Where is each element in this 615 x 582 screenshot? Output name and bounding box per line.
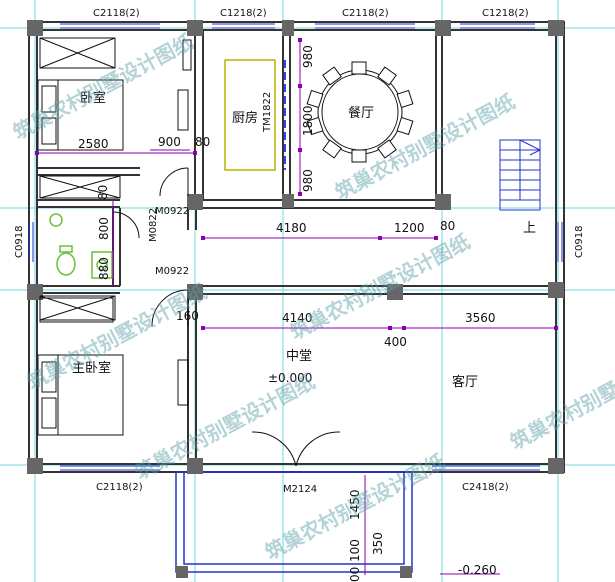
room-label-dining: 餐厅 [348, 105, 374, 121]
room-label-kitchen: 厨房 [232, 110, 258, 126]
door-swings [112, 167, 341, 467]
door-label-master: M0922 [155, 266, 189, 277]
window-label-right-stair: C0918 [574, 226, 585, 258]
door-label-main: M2124 [283, 484, 317, 495]
dim-880: 880 [97, 257, 111, 280]
watermark-3: 筑巢农村别墅设计图纸 [23, 279, 211, 394]
room-label-hall: 中堂 [286, 349, 312, 364]
door-label-bedroom: M0922 [155, 206, 189, 217]
columns [27, 20, 564, 578]
room-label-living: 客厅 [452, 374, 478, 390]
room-label-bedroom: 卧室 [80, 90, 106, 106]
watermark-7: 筑巢农村别墅设计图纸 [506, 339, 615, 454]
watermark-5: 筑巢农村别墅设计图纸 [131, 369, 319, 484]
dim-900: 900 [158, 135, 181, 149]
dim-160: 160 [176, 309, 199, 323]
dim-1800: 1800 [301, 105, 315, 136]
room-label-master-bedroom: 主卧室 [72, 360, 111, 376]
hall-level-label: ±0.000 [268, 371, 312, 385]
dim-80b: 80 [96, 185, 110, 200]
dim-2580: 2580 [78, 137, 109, 151]
porch-level-label: -0.260 [458, 563, 497, 577]
dim-400: 400 [384, 335, 407, 349]
porch [175, 471, 413, 573]
bath-fixtures [49, 213, 113, 279]
window-label-left-bath: C0918 [14, 226, 25, 258]
dim-980b: 980 [301, 169, 315, 192]
window-label-top-kitchen: C1218(2) [220, 8, 267, 19]
door-label-bath: M0822 [148, 208, 159, 242]
dimension-lines [37, 40, 556, 575]
dim-980a: 980 [301, 45, 315, 68]
window-label-bottom-right: C2418(2) [462, 482, 509, 493]
wardrobes [39, 37, 121, 321]
door-label-kitchen: TM1822 [262, 92, 273, 133]
dim-800: 800 [97, 217, 111, 240]
stair-up-label: 上 [523, 221, 536, 236]
dim-80a: 80 [195, 135, 210, 149]
dim-350: 350 [371, 532, 385, 555]
window-label-top-stair: C1218(2) [482, 8, 529, 19]
dim-100: 100 [348, 539, 362, 562]
window-marks [28, 23, 563, 471]
dim-3560: 3560 [465, 311, 496, 325]
bedroom-bed [37, 39, 192, 151]
staircase [499, 139, 542, 211]
kitchen-counter [224, 59, 276, 171]
window-label-bottom-left: C2118(2) [96, 482, 143, 493]
dimension-ticks [35, 38, 558, 330]
window-label-top-dining: C2118(2) [342, 8, 389, 19]
master-bed [37, 297, 189, 436]
dim-80c: 80 [440, 219, 455, 233]
dim-1200: 1200 [394, 221, 425, 235]
dim-4140: 4140 [282, 311, 313, 325]
dim-00: 00 [348, 567, 362, 582]
dim-1450: 1450 [348, 489, 362, 520]
dining-chairs [306, 61, 414, 163]
window-label-top-left: C2118(2) [93, 8, 140, 19]
dim-4180: 4180 [276, 221, 307, 235]
